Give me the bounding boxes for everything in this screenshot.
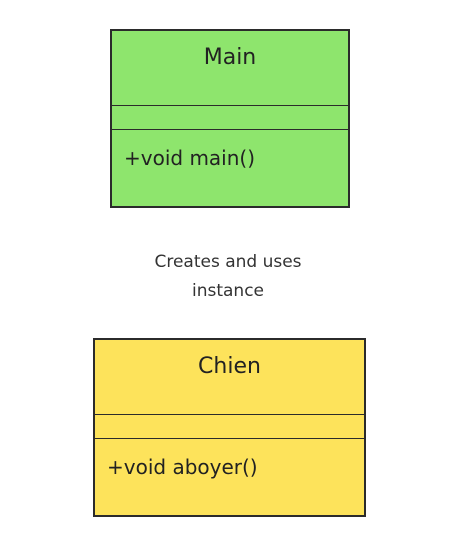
class-methods-main: +void main() — [112, 130, 348, 170]
relation-label: Creates and uses instance — [118, 248, 338, 306]
class-name-chien: Chien — [95, 340, 364, 415]
relation-label-line-1: Creates and uses — [154, 252, 302, 272]
class-name-main: Main — [112, 31, 348, 106]
class-methods-chien: +void aboyer() — [95, 439, 364, 479]
relation-label-line-2: instance — [191, 281, 265, 301]
class-attributes-main — [112, 106, 348, 130]
class-attributes-chien — [95, 415, 364, 439]
class-box-chien: Chien +void aboyer() — [93, 338, 366, 517]
method-aboyer: +void aboyer() — [107, 455, 258, 479]
method-main: +void main() — [124, 146, 256, 170]
class-box-main: Main +void main() — [110, 29, 350, 208]
